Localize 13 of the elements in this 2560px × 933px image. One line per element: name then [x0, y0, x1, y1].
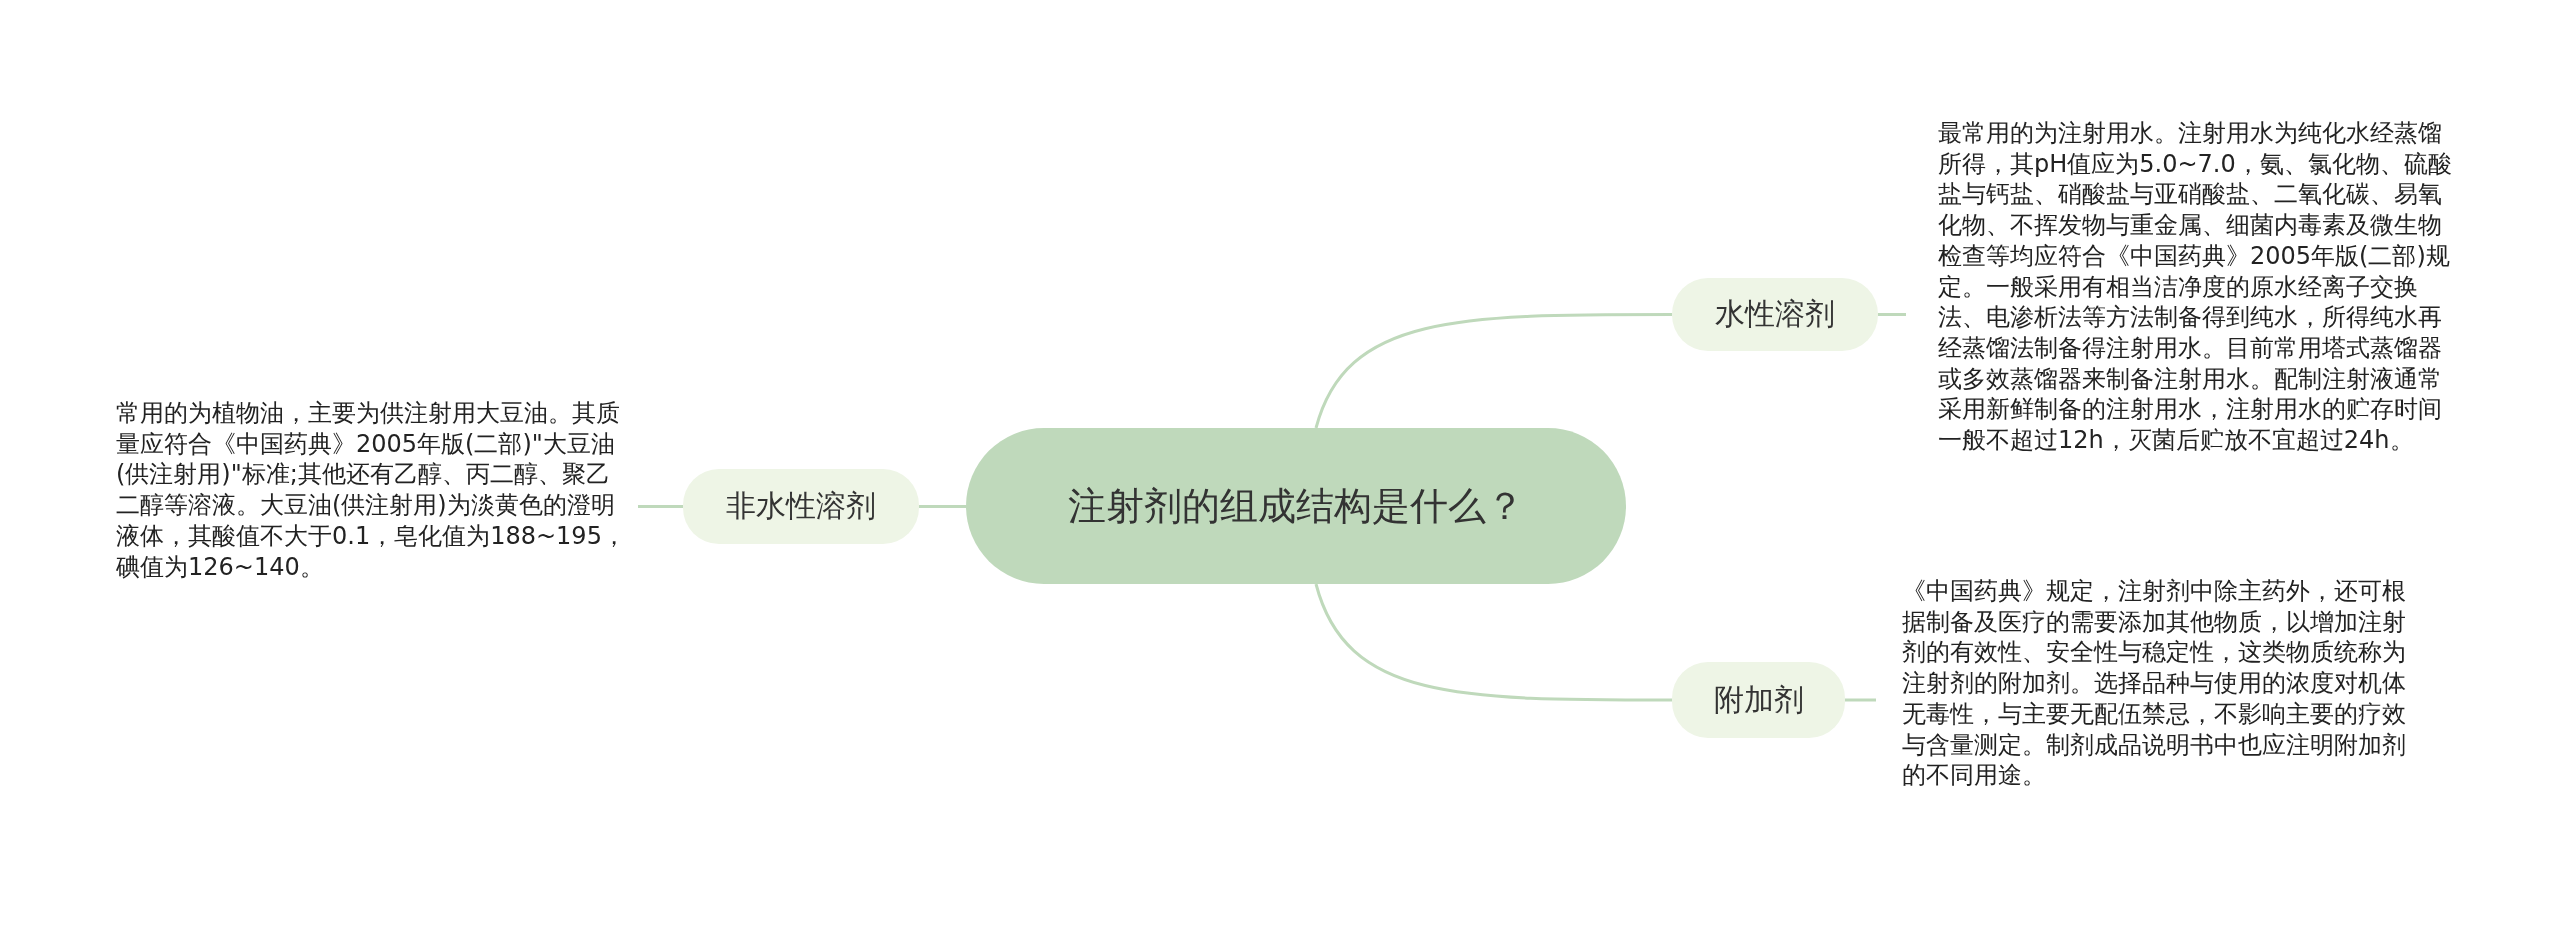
- connector-line: [1314, 313, 1672, 429]
- connector-line: [1845, 698, 1876, 702]
- topic-bubble: 附加剂: [1672, 662, 1845, 738]
- connector-line: [1878, 313, 1906, 316]
- detail-text: 最常用的为注射用水。注射用水为纯化水经蒸馏所得，其pH值应为5.0~7.0，氨、氯化物、硫酸盐与钙盐、硝酸盐与亚硝酸盐、二氧化碳、易氧化物、不挥发物与重金属、细菌内毒素及微生物检查等均应符合《中国药典》2005年版(二部)规定。一般采用有相当洁净度的原水经离子交换法、电渗析法等方法制备得到纯水，所得纯水再经蒸馏法制备得注射用水。目前常用塔式蒸馏器或多效蒸馏器来制备注射用水。配制注射液通常采用新鲜制备的注射用水，注射用水的贮存时间一般不超过12h，灭菌后贮放不宜超过24h。: [1906, 118, 2454, 456]
- connector-line: [1314, 583, 1672, 702]
- detail-text: 常用的为植物油，主要为供注射用大豆油。其质量应符合《中国药典》2005年版(二部)"大豆油(供注射用)"标准;其他还有乙醇、丙二醇、聚乙二醇等溶液。大豆油(供注射用)为淡黄色的澄明液体，其酸值不大于0.1，皂化值为188~195，碘值为126~140。: [116, 398, 638, 583]
- detail-text: 《中国药典》规定，注射剂中除主药外，还可根据制备及医疗的需要添加其他物质，以增加注射剂的有效性、安全性与稳定性，这类物质统称为注射剂的附加剂。选择品种与使用的浓度对机体无毒性，与主要无配伍禁忌，不影响主要的疗效与含量测定。制剂成品说明书中也应注明附加剂的不同用途。: [1876, 576, 2416, 791]
- topic-bubble: 水性溶剂: [1672, 278, 1878, 351]
- connector-line: [919, 505, 966, 508]
- connector-line: [638, 505, 683, 508]
- topic-bubble: 非水性溶剂: [683, 469, 919, 544]
- central-topic: 注射剂的组成结构是什么？: [966, 428, 1626, 584]
